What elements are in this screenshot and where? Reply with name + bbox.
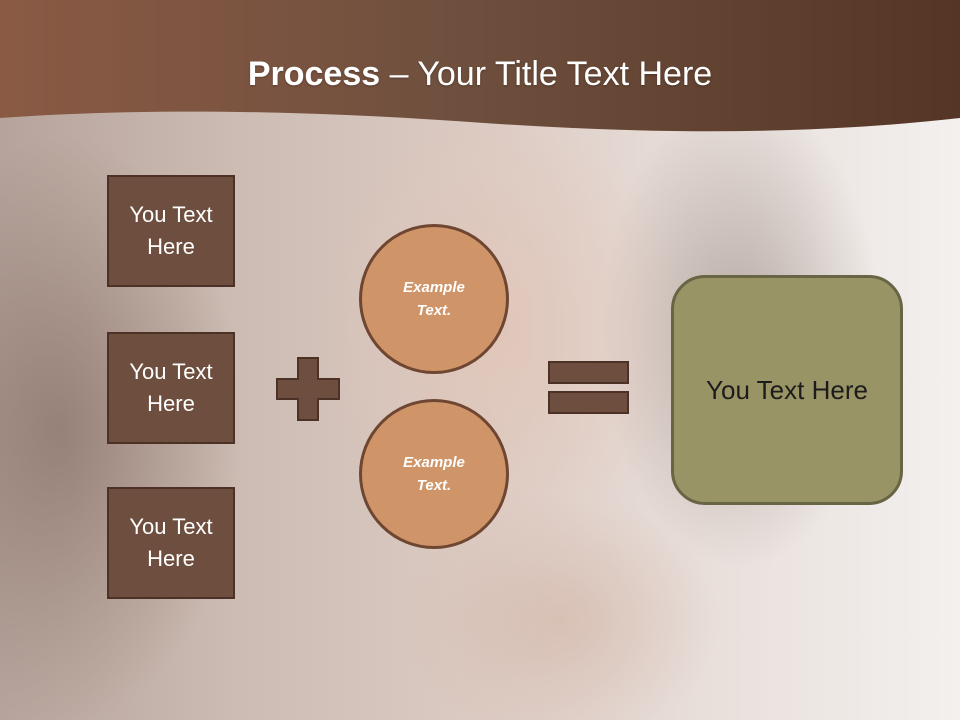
input-box-2: You Text Here <box>107 332 235 444</box>
page-title: Process – Your Title Text Here <box>0 52 960 96</box>
example-circle-label: Example Text. <box>403 279 465 319</box>
equals-icon <box>548 361 629 414</box>
input-box-label: You Text Here <box>129 202 213 259</box>
input-box-1: You Text Here <box>107 175 235 287</box>
result-box: You Text Here <box>671 275 903 505</box>
input-box-label: You Text Here <box>129 514 213 571</box>
example-circle-label: Example Text. <box>403 454 465 494</box>
header-banner <box>0 0 960 132</box>
plus-icon <box>276 357 340 421</box>
result-label: You Text Here <box>706 375 868 405</box>
example-circle-2: Example Text. <box>359 399 509 549</box>
example-circle-1: Example Text. <box>359 224 509 374</box>
title-rest: – Your Title Text Here <box>380 55 713 93</box>
input-box-3: You Text Here <box>107 487 235 599</box>
input-box-label: You Text Here <box>129 359 213 416</box>
title-bold: Process <box>247 55 381 93</box>
